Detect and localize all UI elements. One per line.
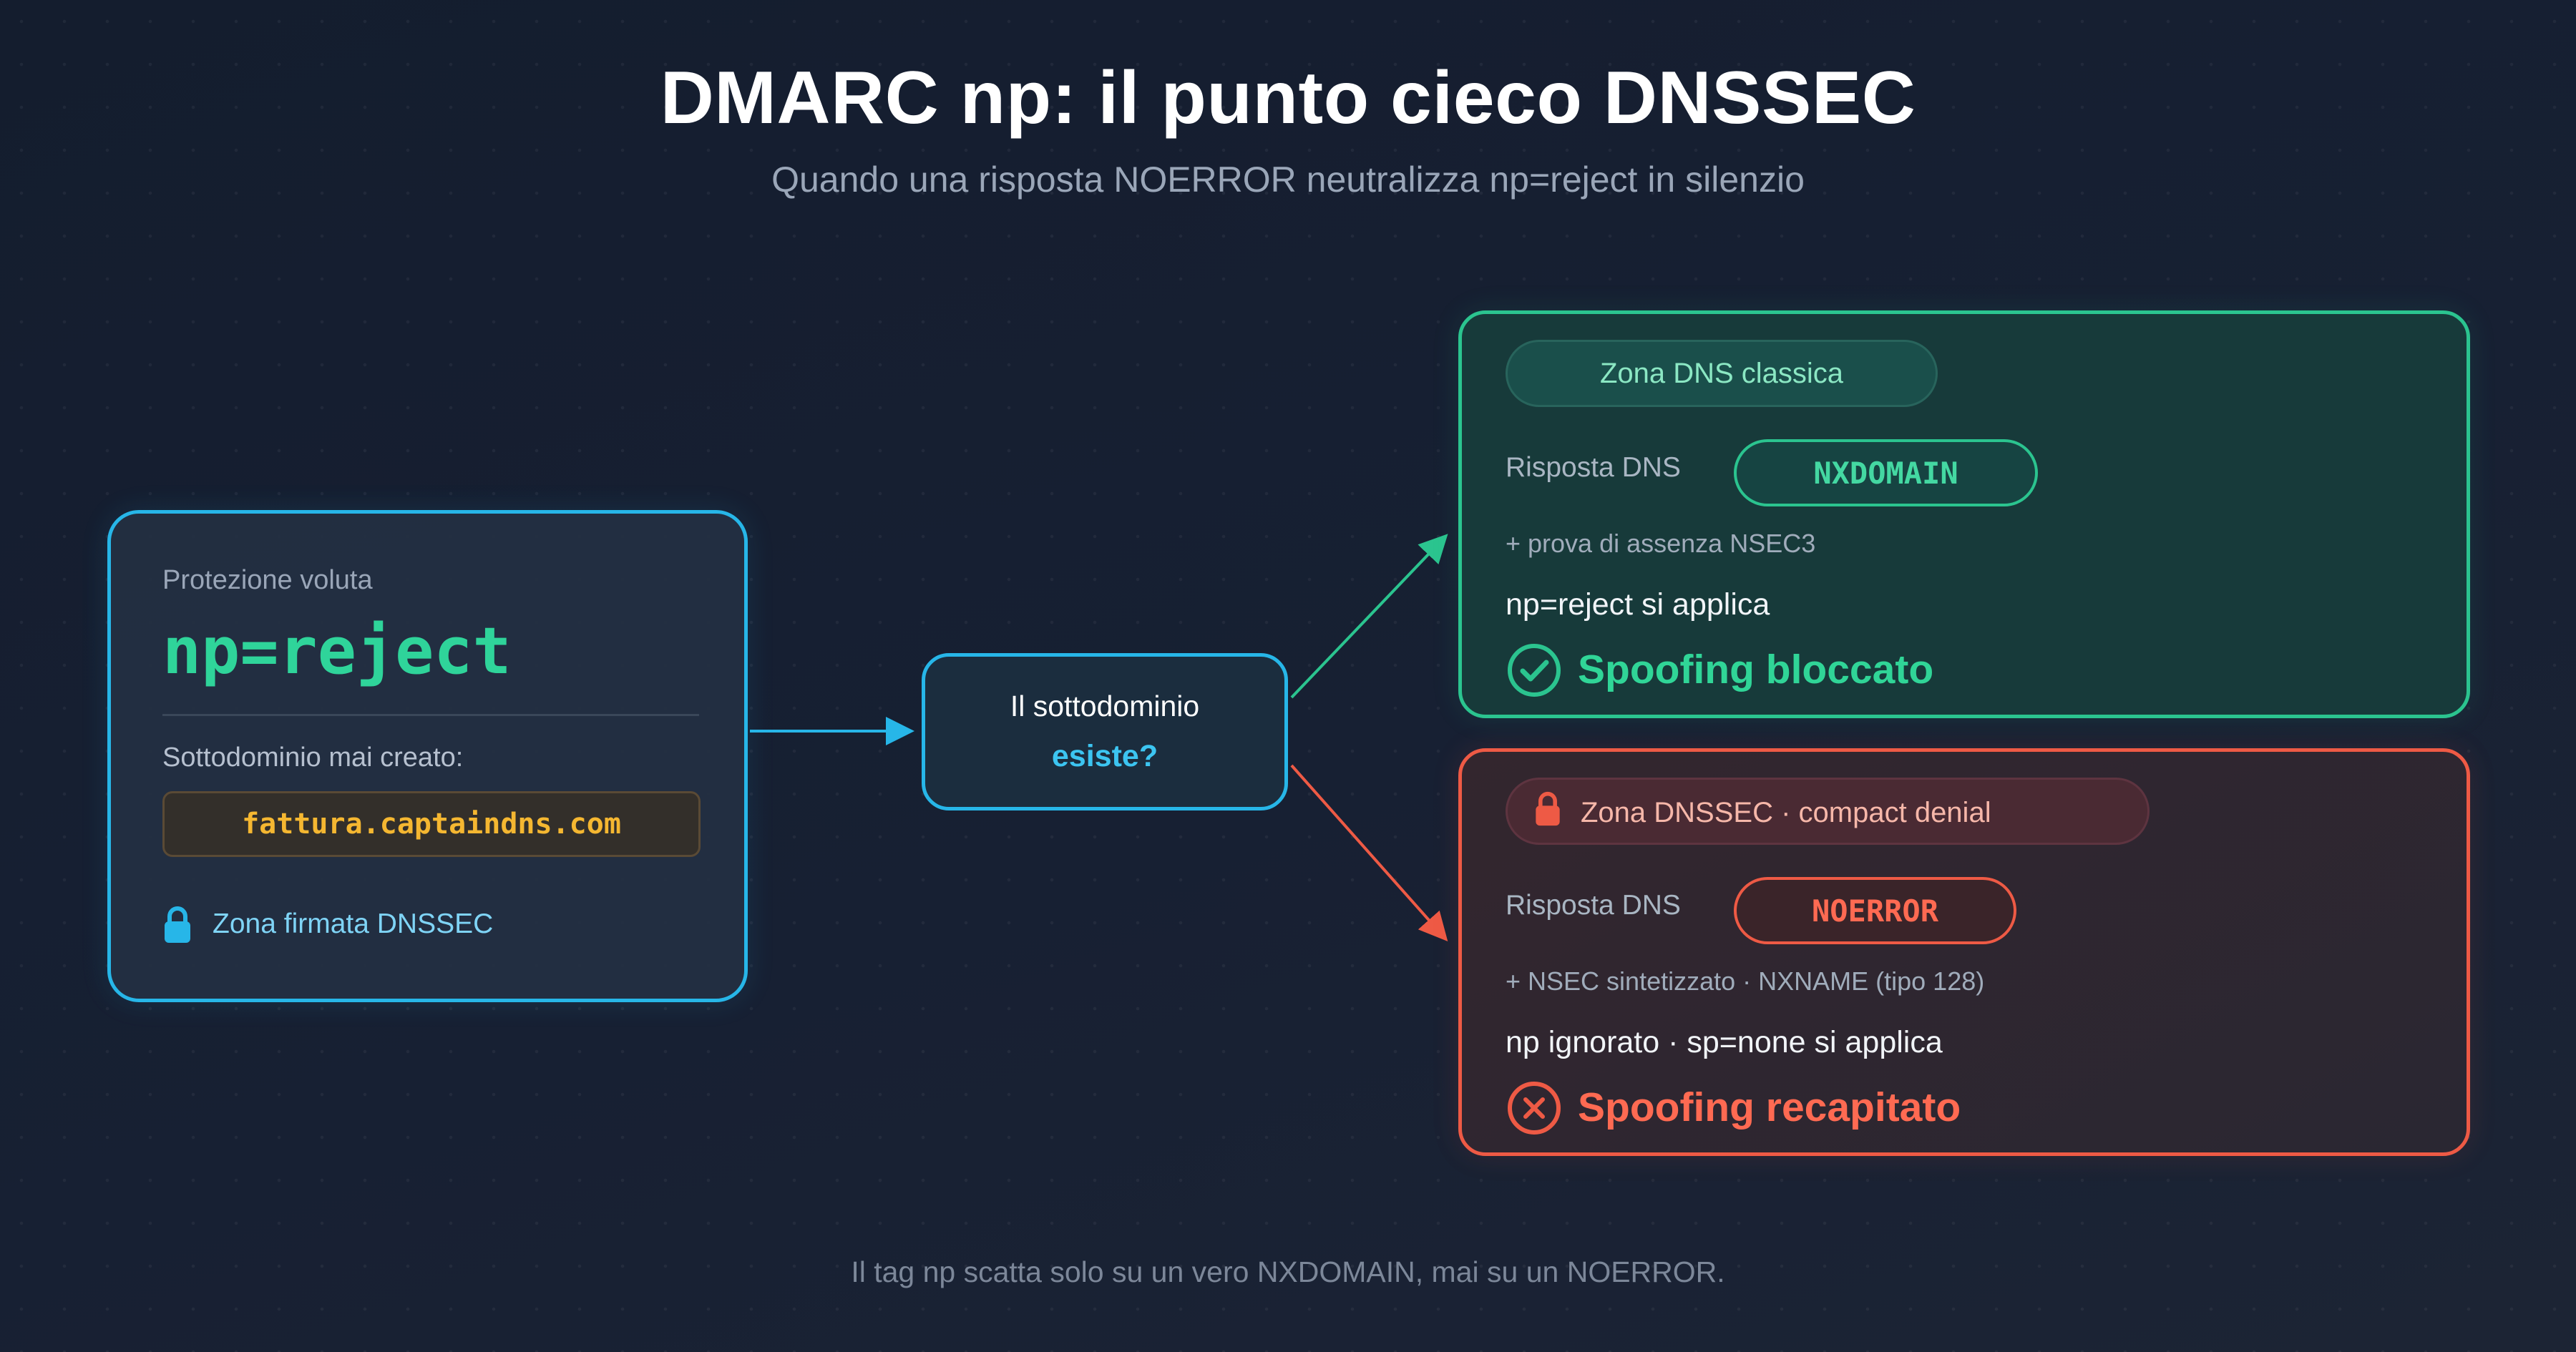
result-blocked: Spoofing bloccato bbox=[1578, 647, 1934, 692]
decision-question: Il sottodominio bbox=[1010, 690, 1200, 722]
subdomain-value: fattura.captaindns.com bbox=[242, 808, 621, 841]
footer-note: Il tag np scatta solo su un vero NXDOMAI… bbox=[851, 1255, 1725, 1288]
decision-box: Il sottodominio esiste? bbox=[922, 653, 1288, 810]
dnssec-zone-header-label: Zona DNSSEC · compact denial bbox=[1581, 797, 1991, 828]
subdomain-label: Sottodominio mai creato: bbox=[162, 743, 464, 773]
check-circle-icon bbox=[1506, 642, 1563, 702]
nsec3-note: + prova di assenza NSEC3 bbox=[1506, 529, 1816, 558]
nsec-note: + NSEC sintetizzato · NXNAME (tipo 128) bbox=[1506, 966, 1985, 996]
x-circle-icon bbox=[1506, 1079, 1563, 1140]
dns-response-label: Risposta DNS bbox=[1506, 890, 1681, 921]
arrow-to-classic-zone bbox=[1290, 534, 1448, 699]
intended-protection-card: Protezione voluta np=reject Sottodominio… bbox=[107, 510, 748, 1002]
arrow-to-dnssec-zone bbox=[1290, 764, 1448, 941]
card-divider bbox=[162, 714, 699, 716]
signed-zone-label: Zona firmata DNSSEC bbox=[213, 908, 494, 939]
dnssec-zone-card: Zona DNSSEC · compact denial Risposta DN… bbox=[1458, 748, 2470, 1156]
dnssec-zone-header: Zona DNSSEC · compact denial bbox=[1506, 778, 2150, 845]
page-subtitle: Quando una risposta NOERROR neutralizza … bbox=[771, 160, 1805, 200]
policy-effect: np=reject si applica bbox=[1506, 587, 1770, 622]
result-delivered: Spoofing recapitato bbox=[1578, 1084, 1961, 1130]
decision-question-emphasis: esiste? bbox=[1051, 739, 1158, 773]
nxdomain-badge: NXDOMAIN bbox=[1734, 439, 2038, 506]
page-title: DMARC np: il punto cieco DNSSEC bbox=[660, 57, 1916, 139]
classic-zone-card: Zona DNS classica Risposta DNS NXDOMAIN … bbox=[1458, 310, 2470, 718]
policy-effect: np ignorato · sp=none si applica bbox=[1506, 1025, 1943, 1059]
protection-label: Protezione voluta bbox=[162, 565, 373, 595]
policy-value: np=reject bbox=[162, 614, 512, 689]
lock-icon bbox=[162, 906, 192, 948]
subdomain-box: fattura.captaindns.com bbox=[162, 791, 701, 857]
classic-zone-header: Zona DNS classica bbox=[1506, 340, 1938, 407]
lock-icon bbox=[1533, 791, 1562, 834]
dns-response-label: Risposta DNS bbox=[1506, 452, 1681, 483]
noerror-badge: NOERROR bbox=[1734, 877, 2016, 944]
